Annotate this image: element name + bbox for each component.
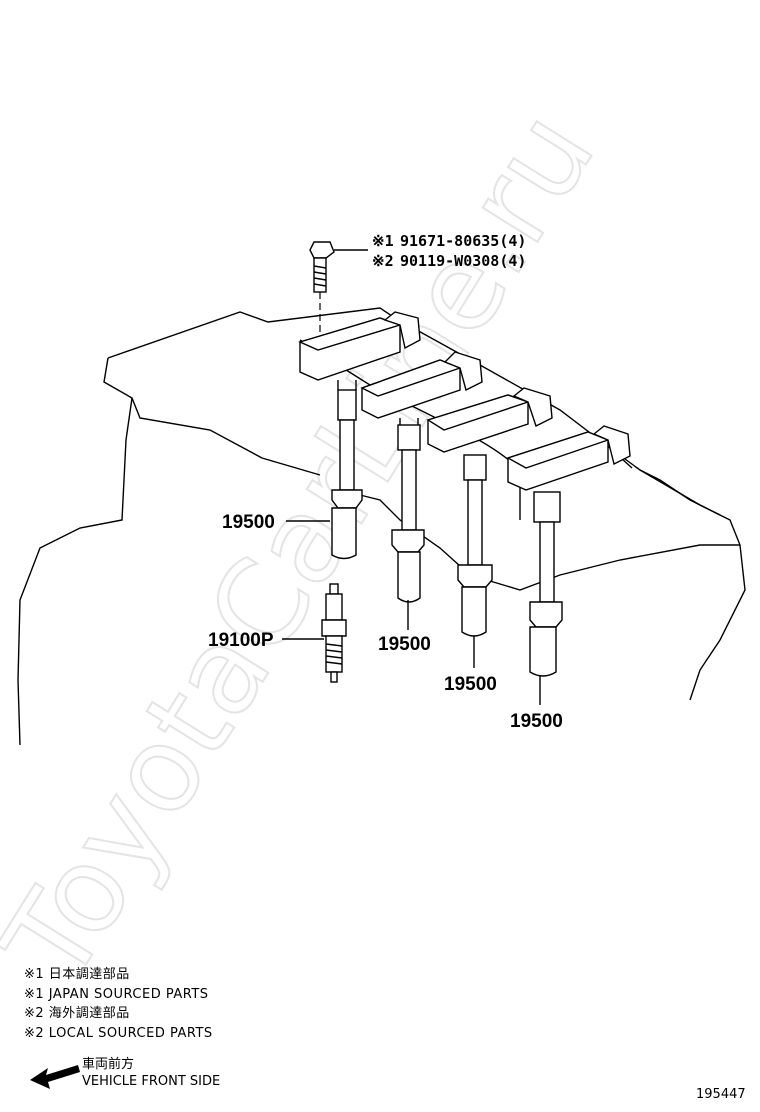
- spark-plug: [321, 583, 347, 683]
- bolt: [309, 241, 368, 360]
- ignition-coil-2: [360, 351, 483, 603]
- direction-label-jp: 車両前方: [82, 1056, 134, 1072]
- coil-label-2: 19500: [378, 634, 431, 655]
- ignition-coil-1: [297, 311, 421, 560]
- front-arrow-icon: [30, 1065, 80, 1089]
- direction-label-en: VEHICLE FRONT SIDE: [82, 1074, 220, 1089]
- note-2: ※1 JAPAN SOURCED PARTS: [24, 987, 209, 1002]
- spark-plug-label: 19100P: [208, 630, 274, 651]
- bolt-part-number-2: 90119-W0308(4): [400, 252, 526, 270]
- note-1: ※1 日本調達部品: [24, 967, 130, 982]
- bolt-marker-1: ※1: [372, 232, 394, 250]
- leader-lines: [282, 520, 541, 705]
- bolt-marker-2: ※2: [372, 252, 394, 270]
- engine-head-outline: [17, 307, 746, 746]
- note-4: ※2 LOCAL SOURCED PARTS: [24, 1026, 213, 1041]
- coil-label-3: 19500: [444, 674, 497, 695]
- diagram-id: 195447: [696, 1087, 746, 1102]
- bolt-part-number-1: 91671-80635(4): [400, 232, 526, 250]
- watermark: ToyotaCarLine.ru: [0, 88, 621, 1006]
- ignition-coil-4: [506, 425, 631, 677]
- coil-label-4: 19500: [510, 711, 563, 732]
- ignition-coil-3: [426, 387, 553, 637]
- note-3: ※2 海外調達部品: [24, 1006, 130, 1021]
- coil-label-1: 19500: [222, 512, 275, 533]
